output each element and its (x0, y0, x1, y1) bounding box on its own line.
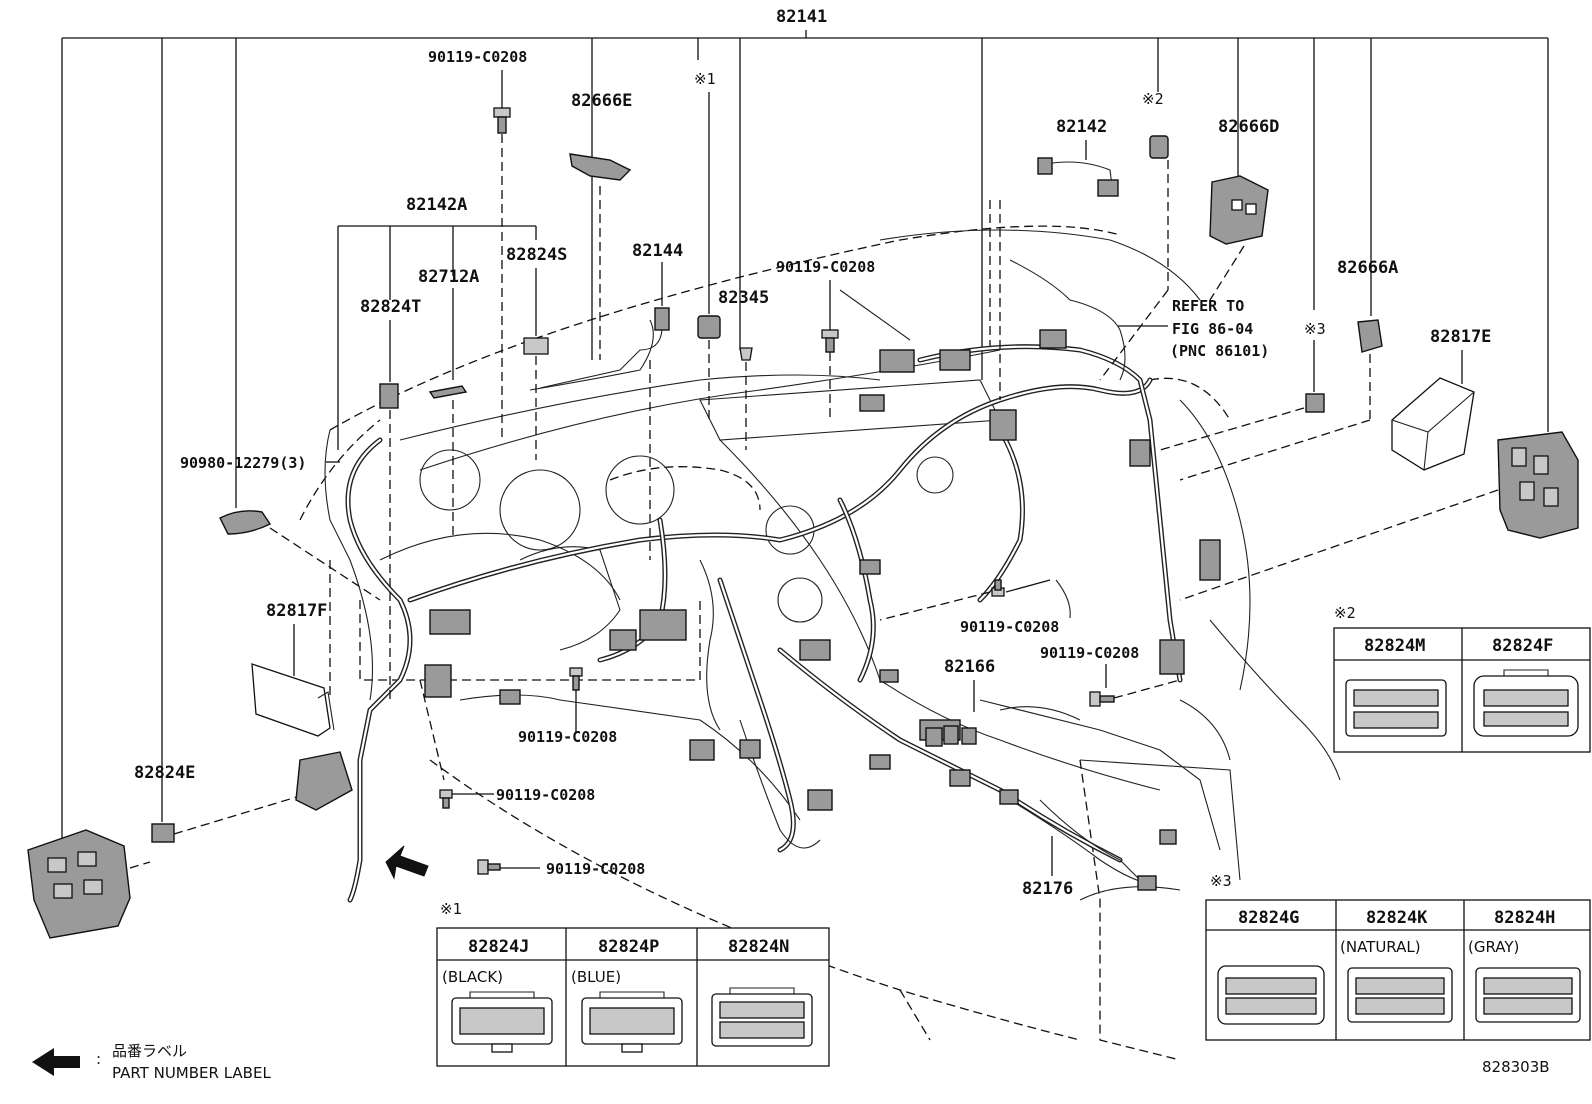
label-82142a: 82142A (406, 195, 467, 215)
table-2-mark: ※2 (1334, 604, 1356, 622)
part-82824t: 82824T (360, 297, 421, 700)
part-82142a: 82142A (337, 195, 537, 450)
connector-face-82824j (451, 991, 553, 1053)
part-82176: 82176 (999, 789, 1157, 899)
connector-face-82824g (1217, 965, 1325, 1025)
part-82666d: 82666D (1209, 117, 1279, 301)
part-82824s: 82824S (506, 245, 567, 460)
bolt-lower-left: 90119-C0208 (419, 679, 595, 809)
part-82166: 82166 (925, 657, 995, 747)
legend: : 品番ラベル PART NUMBER LABEL (32, 1042, 271, 1082)
table-3-color-3: (GRAY) (1468, 938, 1519, 956)
mark-1-label: ※1 (694, 70, 716, 88)
mark-3-connector: ※3 (1159, 320, 1326, 451)
legend-en: PART NUMBER LABEL (112, 1064, 271, 1082)
label-82824e: 82824E (134, 763, 195, 783)
label-82666a: 82666A (1337, 258, 1398, 278)
mark-2-label: ※2 (1142, 90, 1164, 108)
table-1-color-1: (BLACK) (442, 968, 503, 986)
part-82817e: 82817E (1391, 327, 1491, 471)
part-82817f: 82817F (251, 601, 335, 737)
legend-colon: : (96, 1050, 101, 1068)
label-bolt-5: 90119-C0208 (546, 860, 645, 878)
label-82166: 82166 (944, 657, 995, 677)
table-2-part-2: 82824F (1492, 636, 1553, 656)
label-82345: 82345 (718, 288, 769, 308)
label-82817e: 82817E (1430, 327, 1491, 347)
legend-jp: 品番ラベル (112, 1042, 187, 1060)
refer-note: REFER TO FIG 86-04 (PNC 86101) (1118, 297, 1269, 360)
part-82144: 82144 (539, 241, 683, 560)
label-bolt-1: 90119-C0208 (428, 48, 527, 66)
connector-face-82824m (1345, 679, 1447, 737)
connector-face-82824h (1475, 967, 1581, 1023)
part-82142: 82142 (999, 117, 1119, 400)
table-1: ※1 82824J 82824P 82824N (BLACK) (BLUE) (436, 900, 830, 1067)
table-1-part-1: 82824J (468, 937, 529, 957)
mark-3-label: ※3 (1304, 320, 1326, 338)
label-arrow-diagram (385, 845, 429, 880)
legend-arrow-icon (32, 1048, 80, 1076)
wire-harness (345, 259, 1221, 903)
figure-id: 828303B (1482, 1058, 1550, 1076)
table-3: ※3 82824G 82824K 82824H (NATURAL) (GRAY) (1205, 872, 1591, 1041)
label-82824t: 82824T (360, 297, 421, 317)
connector-face-82824p (581, 991, 683, 1053)
label-82666d: 82666D (1218, 117, 1279, 137)
bolt-bottom: 90119-C0208 (477, 859, 645, 878)
label-90980: 90980-12279(3) (180, 454, 306, 472)
label-82176: 82176 (1022, 879, 1073, 899)
bolt-center: 90119-C0208 (879, 579, 1071, 636)
table-2: ※2 82824M 82824F (1333, 604, 1591, 753)
connector-left-block (27, 829, 151, 939)
part-82666a: 82666A (1179, 258, 1398, 481)
main-bracket (61, 30, 1549, 838)
refer-line-3: (PNC 86101) (1170, 342, 1269, 360)
mark-1-top: ※1 (694, 70, 716, 314)
connector-face-82824n (711, 987, 813, 1047)
label-bolt-7: 90119-C0208 (1040, 644, 1139, 662)
table-3-color-2: (NATURAL) (1340, 938, 1421, 956)
bolt-mid-top: 90119-C0208 (776, 258, 911, 420)
bolt-right: 90119-C0208 (1040, 644, 1181, 707)
bolt-top-left: 90119-C0208 (428, 48, 527, 440)
part-82666e: 82666E (569, 91, 632, 360)
table-1-part-2: 82824P (598, 937, 659, 957)
label-82817f: 82817F (266, 601, 327, 621)
label-82141: 82141 (776, 7, 827, 27)
part-82345: 82345 (697, 288, 769, 450)
table-1-part-3: 82824N (728, 937, 789, 957)
label-82144: 82144 (632, 241, 683, 261)
table-2-part-1: 82824M (1364, 636, 1425, 656)
table-3-part-2: 82824K (1366, 908, 1428, 928)
refer-line-1: REFER TO (1172, 297, 1244, 315)
mark-2-top: ※2 (1099, 90, 1169, 381)
part-82824e: 82824E (134, 751, 353, 843)
label-bolt-6: 90119-C0208 (960, 618, 1059, 636)
label-bolt-4: 90119-C0208 (496, 786, 595, 804)
connector-face-82824k (1347, 967, 1453, 1023)
label-bolt-3: 90119-C0208 (518, 728, 617, 746)
table-1-mark: ※1 (440, 900, 462, 918)
part-90980: 90980-12279(3) (180, 454, 381, 601)
connector-face-82824f (1473, 669, 1579, 737)
label-82712a: 82712A (418, 267, 479, 287)
label-bolt-2: 90119-C0208 (776, 258, 875, 276)
table-3-part-1: 82824G (1238, 908, 1299, 928)
table-3-part-3: 82824H (1494, 908, 1555, 928)
connector-right-block (1179, 431, 1579, 601)
part-82712a: 82712A (418, 267, 479, 540)
label-82666e: 82666E (571, 91, 632, 111)
table-3-mark: ※3 (1210, 872, 1232, 890)
table-1-color-2: (BLUE) (571, 968, 621, 986)
label-82824s: 82824S (506, 245, 567, 265)
refer-line-2: FIG 86-04 (1172, 320, 1253, 338)
label-82142: 82142 (1056, 117, 1107, 137)
bolt-dash-left: 90119-C0208 (518, 667, 617, 746)
